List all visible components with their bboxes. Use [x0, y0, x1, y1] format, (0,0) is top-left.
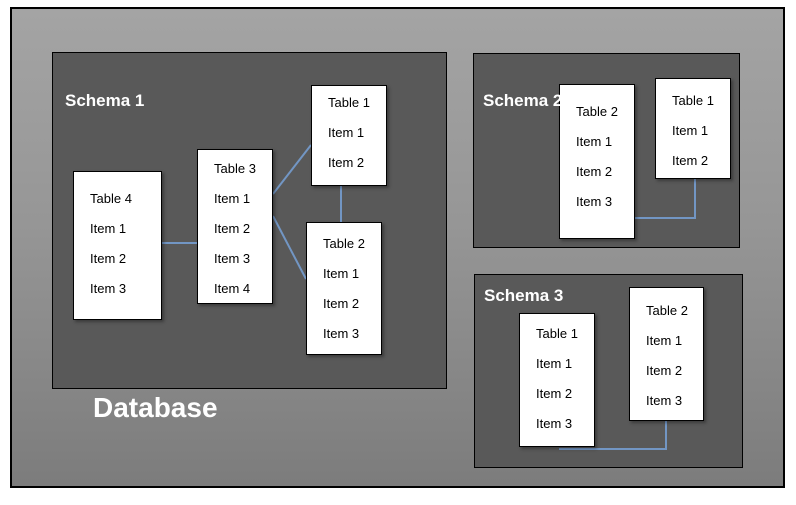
database-title: Database — [93, 392, 218, 423]
schema1-table3-box: Table 3 Item 1 Item 2 Item 3 Item 4 — [197, 149, 273, 304]
table-item: Item 3 — [90, 281, 127, 296]
table-item: Item 1 — [323, 266, 360, 281]
schema-2-label: Schema 2 — [483, 91, 563, 110]
table-title: Table 2 — [576, 104, 618, 119]
table-item: Item 1 — [536, 356, 573, 371]
diagram-canvas: Table 4 Item 1 Item 2 Item 3 Table 3 Ite… — [10, 7, 785, 488]
table-item: Item 1 — [576, 134, 613, 149]
table-item: Item 3 — [214, 251, 251, 266]
table-item: Item 2 — [323, 296, 360, 311]
table-item: Item 4 — [214, 281, 251, 296]
table-item: Item 2 — [90, 251, 127, 266]
table-title: Table 2 — [323, 236, 365, 251]
table-item: Item 3 — [646, 393, 683, 408]
table-title: Table 1 — [672, 93, 714, 108]
table-item: Item 2 — [576, 164, 613, 179]
table-item: Item 1 — [646, 333, 683, 348]
table-item: Item 2 — [328, 155, 365, 170]
table-title: Table 2 — [646, 303, 688, 318]
table-item: Item 1 — [90, 221, 127, 236]
table-title: Table 1 — [536, 326, 578, 341]
schema2-table1-box: Table 1 Item 1 Item 2 — [655, 78, 731, 179]
connector-s2-table1-table2 — [635, 179, 696, 219]
schema1-table2-box: Table 2 Item 1 Item 2 Item 3 — [306, 222, 382, 355]
connector-layer — [162, 144, 696, 450]
schema2-table2-box: Table 2 Item 1 Item 2 Item 3 — [559, 84, 635, 239]
table-title: Table 1 — [328, 95, 370, 110]
table-item: Item 2 — [672, 153, 709, 168]
table-title: Table 4 — [90, 191, 132, 206]
table-item: Item 1 — [672, 123, 709, 138]
table-item: Item 3 — [323, 326, 360, 341]
schema-3-label: Schema 3 — [484, 286, 564, 305]
table-item: Item 3 — [576, 194, 613, 209]
schema1-table4-box: Table 4 Item 1 Item 2 Item 3 — [73, 171, 162, 320]
table-item: Item 1 — [214, 191, 251, 206]
table-item: Item 3 — [536, 416, 573, 431]
connector-s1-table3-table2 — [272, 215, 307, 280]
table-item: Item 1 — [328, 125, 365, 140]
table-item: Item 2 — [646, 363, 683, 378]
schema1-table1-box: Table 1 Item 1 Item 2 — [311, 85, 387, 186]
schema-1-label: Schema 1 — [65, 91, 145, 110]
schema3-table1-box: Table 1 Item 1 Item 2 Item 3 — [519, 313, 595, 447]
connector-s1-table3-table1 — [272, 144, 312, 195]
table-title: Table 3 — [214, 161, 256, 176]
schema3-table2-box: Table 2 Item 1 Item 2 Item 3 — [629, 287, 704, 421]
connector-s3-table2-table1 — [559, 421, 667, 450]
table-item: Item 2 — [214, 221, 251, 236]
table-item: Item 2 — [536, 386, 573, 401]
